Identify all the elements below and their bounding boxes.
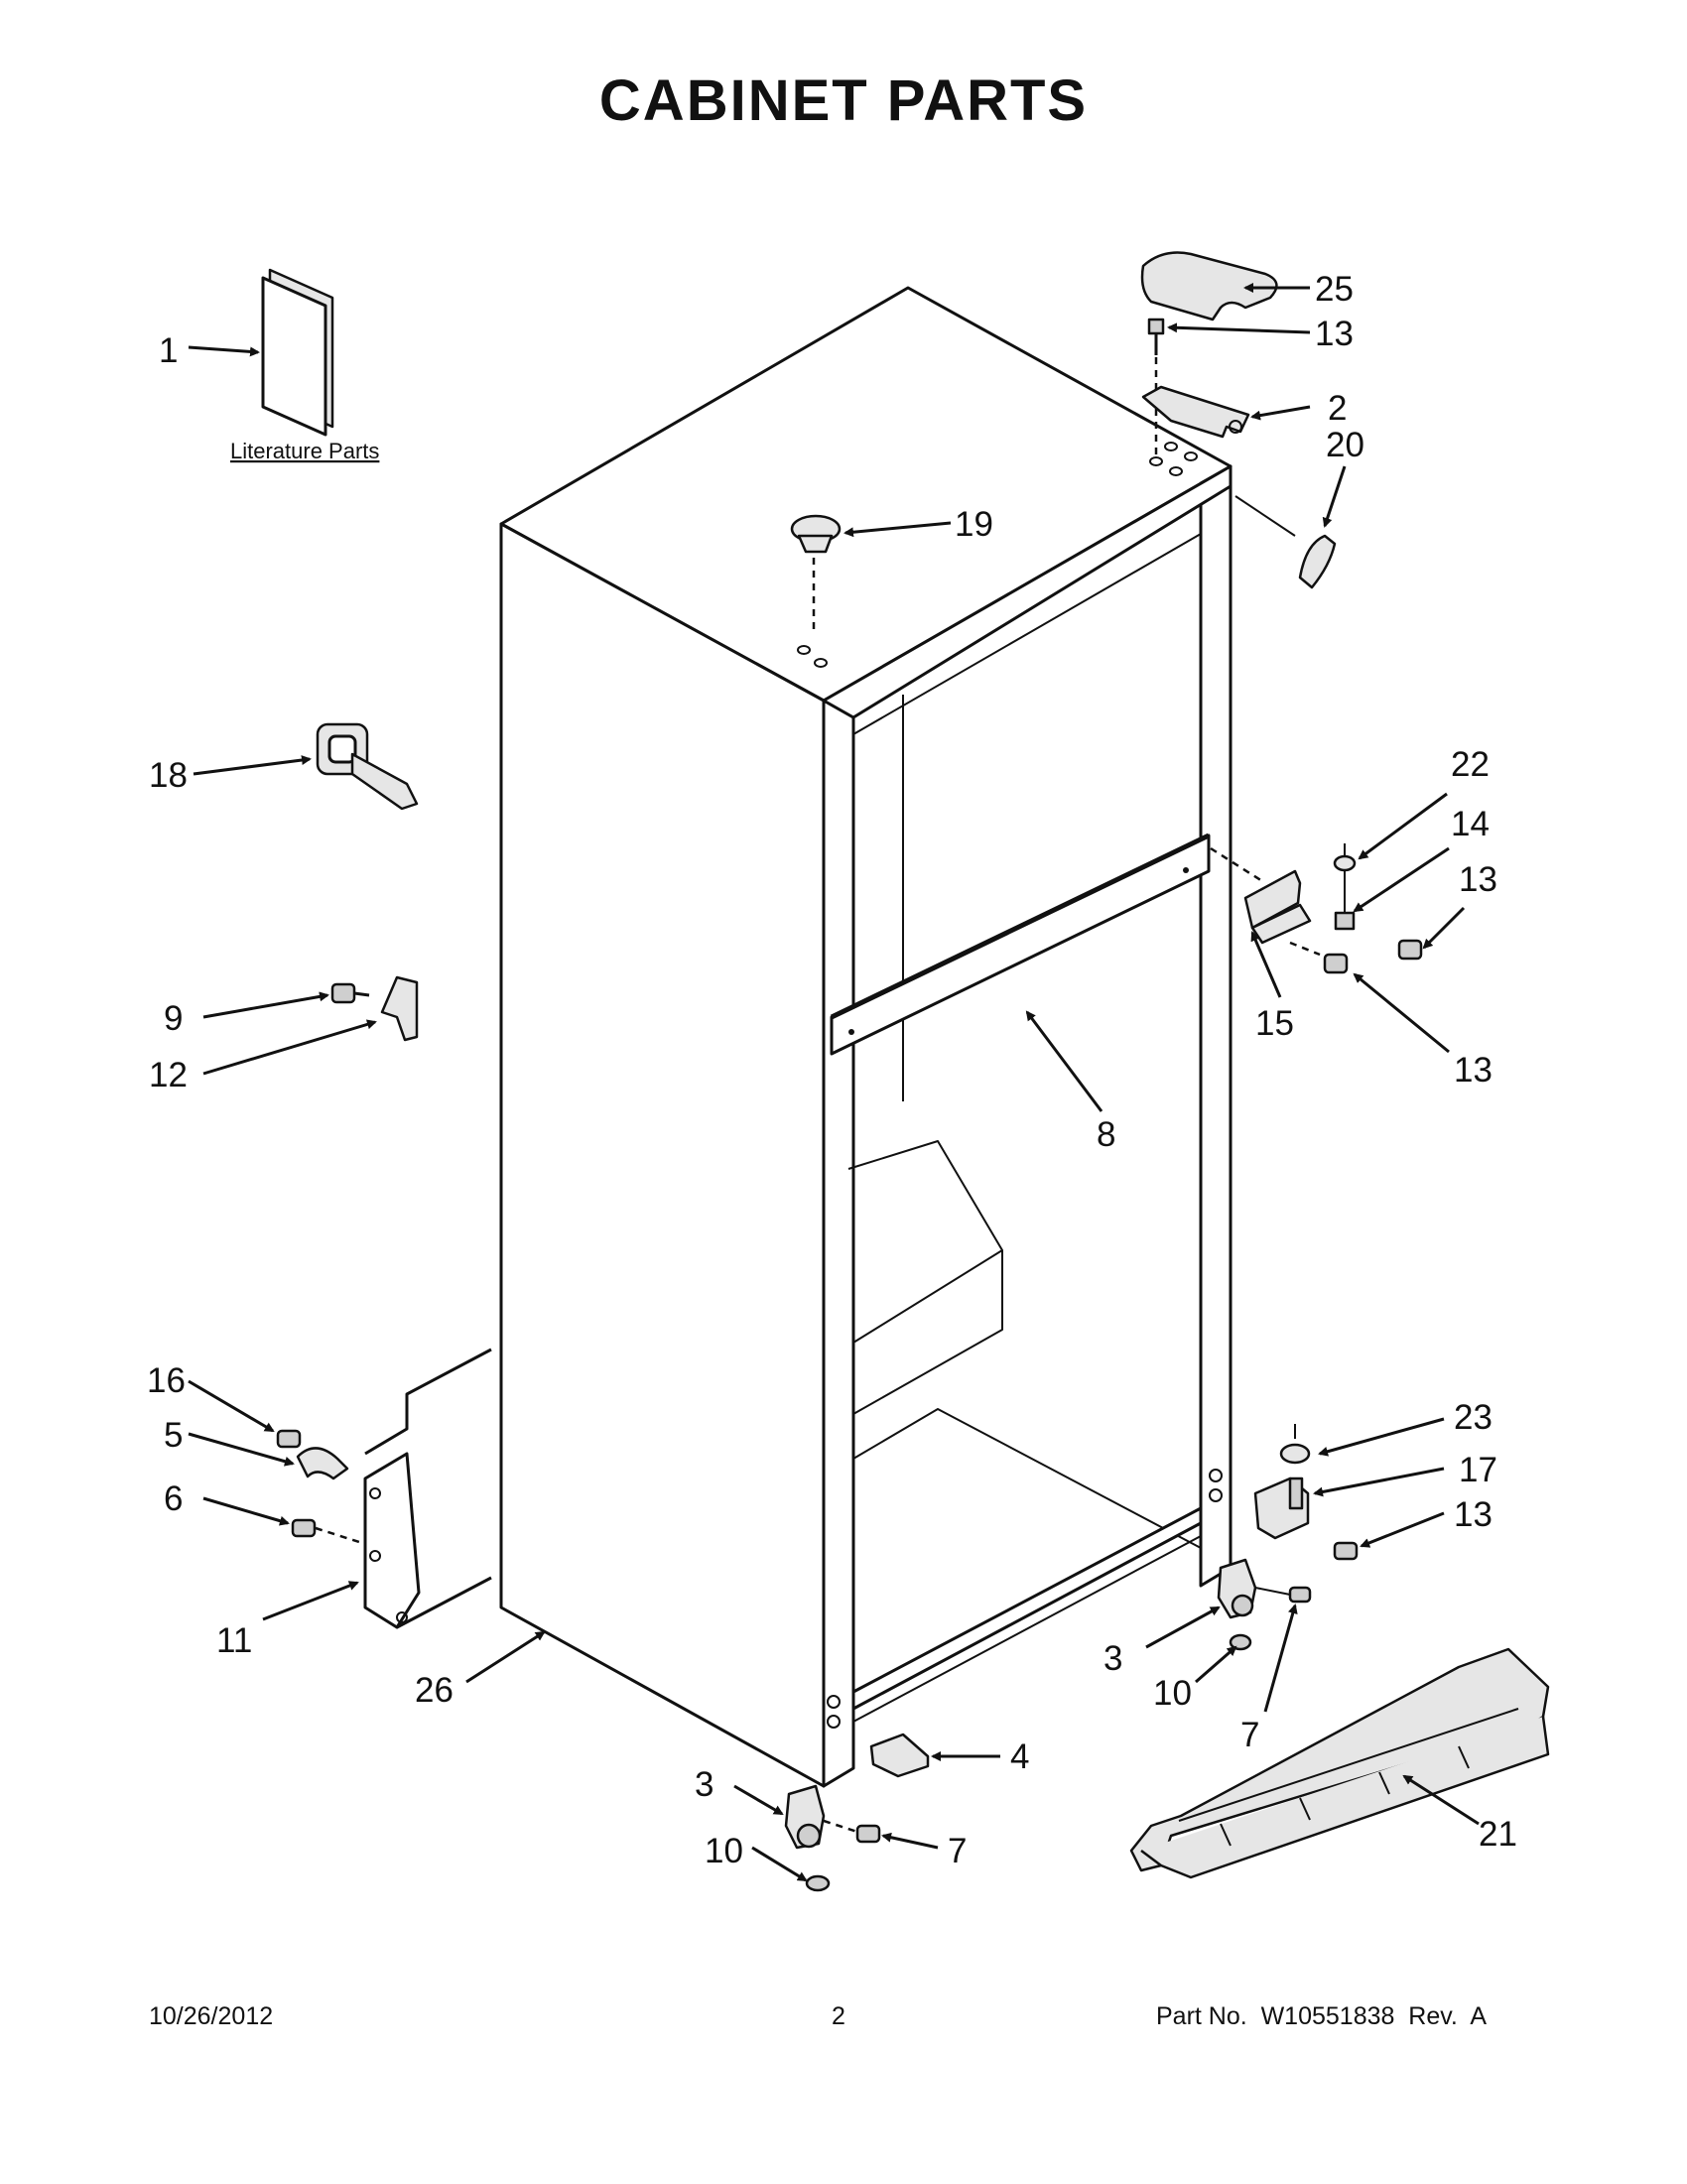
literature-booklet (261, 268, 334, 437)
callout-7-right: 7 (1240, 1716, 1259, 1754)
callout-13-d: 13 (1454, 1495, 1492, 1534)
callout-15: 15 (1255, 1004, 1294, 1043)
divider-rail (830, 833, 1211, 1056)
literature-parts-label: Literature Parts (230, 439, 379, 463)
callout-16: 16 (147, 1361, 186, 1400)
left-screw-6 (291, 1518, 317, 1538)
callout-25: 25 (1315, 270, 1354, 309)
callout-13: 13 (1315, 315, 1354, 353)
callout-2: 2 (1328, 389, 1347, 428)
callout-7-left: 7 (948, 1832, 967, 1870)
callout-3-right: 3 (1103, 1639, 1122, 1678)
callout-1: 1 (159, 331, 178, 370)
lower-right-bracket (1253, 1424, 1359, 1561)
callout-4: 4 (1010, 1737, 1029, 1776)
callout-10-right: 10 (1153, 1674, 1192, 1713)
callout-10-left: 10 (705, 1832, 743, 1870)
center-hinge (1243, 843, 1357, 945)
callout-arrows (188, 283, 1480, 1882)
front-roller-left (784, 1784, 881, 1892)
callout-20: 20 (1326, 426, 1364, 464)
hinge-screw (1147, 318, 1165, 355)
callout-23: 23 (1454, 1398, 1492, 1437)
callout-6: 6 (164, 1479, 183, 1518)
callout-19: 19 (955, 505, 993, 544)
callout-5: 5 (164, 1416, 183, 1455)
callout-26: 26 (415, 1671, 454, 1710)
plug-button (790, 514, 842, 554)
callout-21: 21 (1479, 1815, 1517, 1854)
footer-part-number: Part No. W10551838 Rev. A (1156, 2002, 1488, 2030)
screw-and-clip (330, 975, 419, 1042)
hinge-cover (1140, 251, 1278, 321)
callout-13-c: 13 (1454, 1051, 1492, 1090)
callout-18: 18 (149, 756, 188, 795)
callout-13-b: 13 (1459, 860, 1497, 899)
callout-11: 11 (216, 1621, 252, 1660)
rear-roller-right (1217, 1558, 1312, 1651)
left-hinge-clamp (296, 1447, 349, 1480)
left-screw-16 (276, 1429, 302, 1449)
callout-9: 9 (164, 999, 183, 1038)
callout-22: 22 (1451, 745, 1490, 784)
top-hinge (1141, 385, 1250, 439)
callout-17: 17 (1459, 1451, 1497, 1489)
cabinet-fastener (316, 722, 419, 811)
footer-date: 10/26/2012 (149, 2002, 274, 2030)
page-title: CABINET PARTS (598, 68, 1089, 133)
callout-12: 12 (149, 1056, 188, 1094)
lower-left-bracket (363, 1348, 492, 1629)
hinge-pin-cap (1298, 534, 1337, 589)
callout-8: 8 (1097, 1115, 1115, 1154)
callout-labels: 1 25 13 2 20 19 18 9 12 22 14 13 15 13 8… (147, 270, 1517, 1870)
callout-3-left: 3 (695, 1765, 714, 1804)
leveling-clip (869, 1733, 930, 1778)
callout-14: 14 (1451, 805, 1490, 843)
base-grille (1129, 1647, 1550, 1879)
center-hinge-screws (1323, 939, 1423, 974)
footer-page-number: 2 (832, 2002, 845, 2030)
